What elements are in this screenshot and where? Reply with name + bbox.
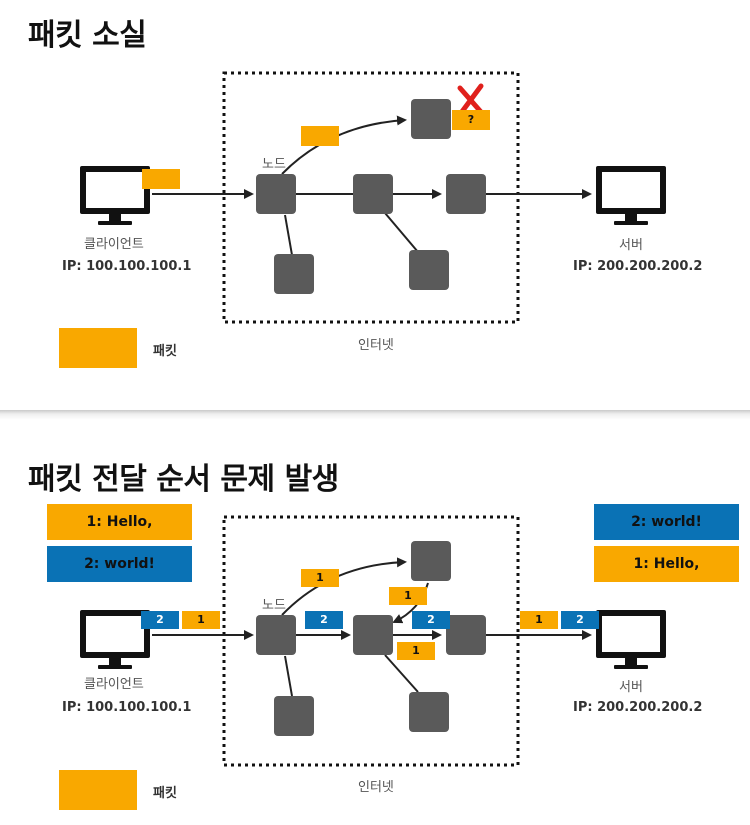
node-label: 노드 [262,157,286,172]
packet [301,126,339,146]
packet: 2 [561,611,599,629]
router-node [411,99,451,139]
sent-message: 2: world! [47,546,192,582]
slide-divider [0,410,750,420]
network-diagram [80,515,666,767]
internet-label: 인터넷 [358,780,394,795]
received-message: 2: world! [594,504,739,540]
network-links [152,115,592,256]
slide-title: 패킷 소실 [28,18,147,53]
internet-label: 인터넷 [358,338,394,353]
packet: 1 [397,642,435,660]
legend-packet-swatch [59,328,137,368]
legend-label: 패킷 [153,344,177,359]
x-mark-icon [457,83,484,116]
link-node-lower [284,214,293,256]
server-ip: IP: 200.200.200.2 [573,700,703,715]
router-node [274,696,314,736]
router-node [274,254,314,294]
internet-boundary [222,71,520,324]
packet [142,169,180,189]
router-node [353,174,393,214]
network-diagram [80,71,666,324]
packet: 1 [182,611,220,629]
server-label: 서버 [619,680,643,695]
router-node [446,615,486,655]
packet: 1 [389,587,427,605]
packet: 1 [520,611,558,629]
slide-title: 패킷 전달 순서 문제 발생 [28,462,339,497]
client-label: 클라이언트 [84,677,144,692]
router-node [446,174,486,214]
lost-packet: ? [452,110,490,130]
packet: 2 [412,611,450,629]
client-ip: IP: 100.100.100.1 [62,259,192,274]
monitor-icon [80,166,150,225]
packet: 1 [301,569,339,587]
router-node [256,615,296,655]
internet-boundary [222,515,520,767]
legend-label: 패킷 [153,786,177,801]
router-node [256,174,296,214]
link-node-lower [284,655,293,697]
sent-message: 1: Hello, [47,504,192,540]
router-node [411,541,451,581]
monitor-icon [80,610,150,669]
monitor-icon [596,610,666,669]
monitor-icon [596,166,666,225]
server-ip: IP: 200.200.200.2 [573,259,703,274]
slide-packet-order: 패킷 전달 순서 문제 발생 [0,420,750,825]
server-label: 서버 [619,238,643,253]
router-node [409,250,449,290]
router-node [409,692,449,732]
client-label: 클라이언트 [84,237,144,252]
node-label: 노드 [262,598,286,613]
link-node-lower [384,212,419,253]
received-message: 1: Hello, [594,546,739,582]
link-node-lower [384,654,419,693]
legend-packet-swatch [59,770,137,810]
slide-packet-loss: 패킷 소실 [0,0,750,410]
packet: 2 [141,611,179,629]
client-ip: IP: 100.100.100.1 [62,700,192,715]
router-node [353,615,393,655]
packet: 2 [305,611,343,629]
